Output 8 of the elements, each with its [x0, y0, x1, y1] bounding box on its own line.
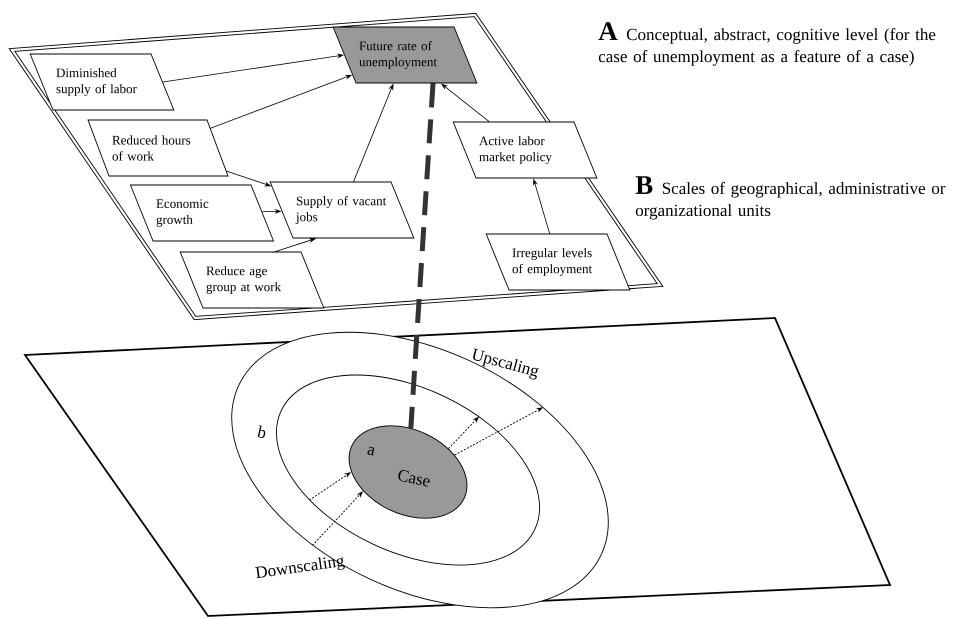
concept-box: Diminished supply of labor [30, 54, 174, 110]
concept-box: Active labor market policy [452, 122, 598, 178]
plane-caption: A Conceptual, abstract, cognitive level (for the case of unemployment as a feature of a case) [598, 22, 936, 66]
plane-caption: B Scales of geographical, administrative or organizational units [636, 176, 946, 220]
scaling-label: Downscaling [255, 557, 345, 578]
concept-box: Irregular levels of employment [486, 234, 630, 290]
node-label: b [258, 425, 266, 438]
concept-box: Reduce age group at work [180, 252, 324, 308]
